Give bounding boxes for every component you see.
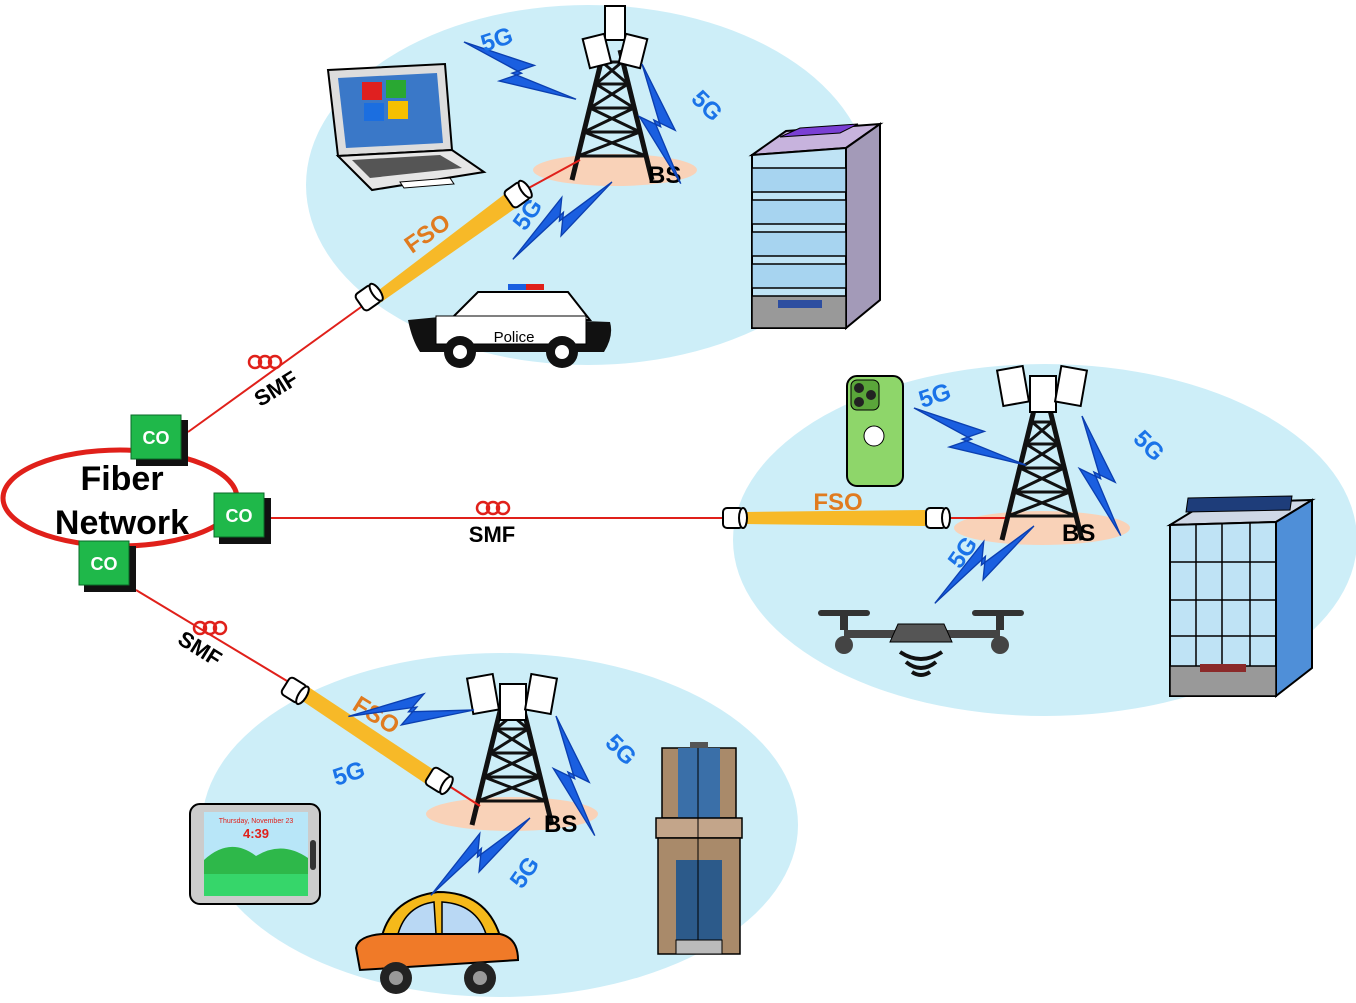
fiber-network-label-line2: Network [55, 504, 189, 542]
base-station-ground [426, 797, 598, 831]
central-office-top: CO [130, 414, 188, 466]
svg-text:CO: CO [143, 428, 170, 448]
smartphone-icon [846, 375, 904, 487]
drone-icon [818, 610, 1024, 677]
smf-label: SMF [469, 522, 515, 547]
fiber-spool-icon [475, 500, 511, 516]
police-car-icon: Police [408, 284, 612, 368]
fso-beam [298, 684, 434, 784]
antenna-panels [581, 5, 649, 70]
taxi-car-icon [354, 890, 520, 994]
office-building-icon [1166, 495, 1316, 699]
fiber-network-label-line1: Fiber [80, 460, 163, 498]
base-station-label: BS [1062, 520, 1095, 547]
skyscraper-icon [655, 742, 743, 955]
tablet-date: Thursday, November 23 [219, 818, 294, 825]
tablet-time: 4:39 [243, 826, 269, 841]
fso-transceiver-icon [722, 507, 748, 529]
antenna-panels [995, 364, 1089, 413]
laptop-icon [326, 62, 487, 192]
fso-transceiver-icon [925, 507, 951, 529]
tablet-icon: Thursday, November 23 4:39 [189, 803, 321, 905]
fiber-spool-icon [247, 354, 283, 370]
central-office-bottom: CO [78, 540, 136, 592]
base-station-label: BS [544, 811, 577, 838]
smf-link-bottom [135, 589, 293, 685]
smf-label: SMF [250, 366, 303, 412]
base-station-ground [954, 511, 1130, 545]
svg-text:CO: CO [91, 554, 118, 574]
antenna-panels [465, 672, 559, 721]
fso-beam [375, 190, 520, 303]
office-building-icon [748, 122, 884, 331]
central-office-middle: CO [213, 492, 271, 544]
fso-label: FSO [813, 489, 862, 516]
svg-text:CO: CO [226, 506, 253, 526]
police-label: Police [494, 329, 535, 346]
